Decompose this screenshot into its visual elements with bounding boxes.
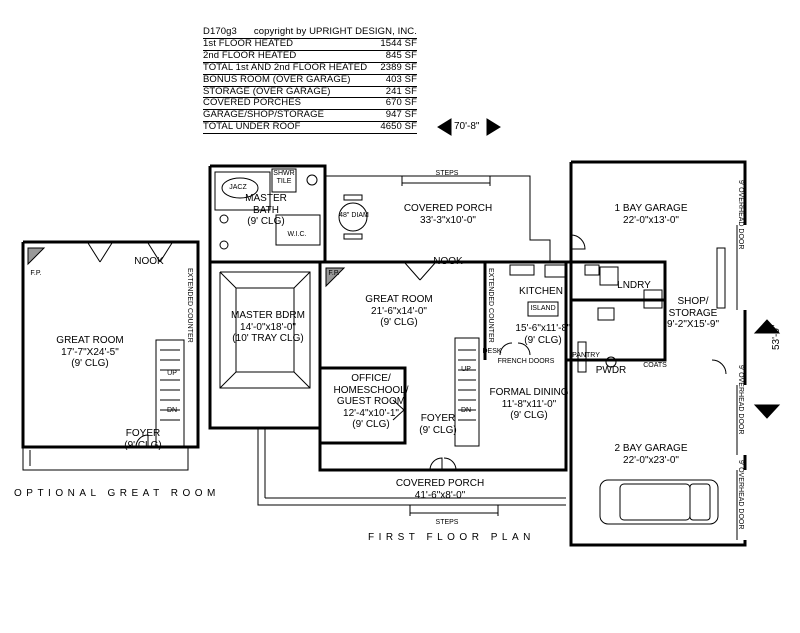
area-row: COVERED PORCHES 670 SF	[203, 97, 417, 111]
car-outline	[599, 479, 719, 525]
area-label: GARAGE/SHOP/STORAGE	[203, 109, 325, 121]
laundry-label: LNDRY	[617, 280, 651, 291]
main-stair-dn-label: DN	[460, 407, 472, 414]
optional-extended-counter-label: EXTENDED COUNTER	[186, 268, 193, 343]
area-label: COVERED PORCHES	[203, 97, 302, 109]
overhead-door-1-label: 9' OVERHEAD DOOR	[737, 180, 744, 250]
jacuzzi-label: JACZ	[229, 184, 247, 191]
optional-nook-label: NOOK	[134, 256, 164, 267]
area-value: 4650 SF	[380, 121, 417, 133]
optional-porch-line	[22, 447, 189, 471]
rear-porch-outline	[325, 175, 551, 262]
copyright: copyright by UPRIGHT DESIGN, INC.	[253, 26, 417, 37]
nook-label: NOOK	[433, 256, 463, 267]
overall-depth: 53'-0"	[771, 324, 782, 350]
area-label: STORAGE (OVER GARAGE)	[203, 85, 331, 97]
optional-stair-dn-label: DN	[166, 407, 178, 414]
coats-label: COATS	[643, 362, 667, 369]
foyer-label: FOYER(9' CLG)	[419, 413, 457, 436]
kitchen-size-label: 15'-6"x11'-8"(9' CLG)	[515, 323, 571, 346]
area-value: 670 SF	[385, 97, 417, 109]
area-value: 1544 SF	[380, 37, 417, 49]
french-doors-label: FRENCH DOORS	[497, 358, 555, 365]
main-stair-up-label: UP	[461, 366, 471, 373]
overall-width: 70'-8"	[454, 121, 480, 132]
area-label: 2nd FLOOR HEATED	[203, 49, 297, 61]
fp-label: F.P.	[328, 270, 340, 277]
extended-counter-label: EXTENDED COUNTER	[487, 268, 494, 343]
overhead-door-2-label: 9' OVERHEAD DOOR	[737, 365, 744, 435]
kitchen-island	[527, 301, 559, 317]
area-row: TOTAL UNDER ROOF 4650 SF	[203, 121, 417, 135]
optional-foyer-label: FOYER(9' CLG)	[124, 428, 162, 451]
optional-stair-up-label: UP	[167, 370, 177, 377]
depth-arrow-down	[753, 404, 781, 419]
shower	[271, 168, 297, 193]
overhead-door-3-label: 9' OVERHEAD DOOR	[737, 460, 744, 530]
main-stair	[454, 337, 480, 447]
rear-steps-label: STEPS	[435, 170, 459, 177]
area-value: 241 SF	[385, 85, 417, 97]
area-label: TOTAL UNDER ROOF	[203, 121, 301, 133]
pantry-label: PANTRY	[572, 352, 600, 359]
area-row: 2nd FLOOR HEATED 845 SF	[203, 49, 417, 63]
kitchen-label: KITCHEN	[519, 286, 563, 297]
area-table-header: D170g3 copyright by UPRIGHT DESIGN, INC.	[203, 26, 417, 39]
optional-great-room-outline	[21, 240, 200, 449]
area-row: BONUS ROOM (OVER GARAGE) 403 SF	[203, 73, 417, 87]
area-row: TOTAL 1st AND 2nd FLOOR HEATED 2389 SF	[203, 61, 417, 75]
area-value: 403 SF	[385, 73, 417, 85]
desk-label: DESK	[482, 348, 502, 355]
walk-in-closet	[275, 214, 321, 246]
front-porch-outline	[257, 428, 566, 506]
width-arrow-right	[486, 118, 501, 136]
main-house-walls	[208, 160, 747, 547]
area-table: D170g3 copyright by UPRIGHT DESIGN, INC.…	[203, 26, 417, 135]
depth-arrow-up	[753, 319, 781, 334]
width-arrow-left	[437, 118, 452, 136]
optional-stair	[155, 339, 185, 449]
area-label: 1st FLOOR HEATED	[203, 37, 294, 49]
area-value: 845 SF	[385, 49, 417, 61]
table-diam-label: 48" DIAM	[339, 212, 369, 219]
area-value: 947 SF	[385, 109, 417, 121]
plan-id: D170g3	[203, 26, 237, 37]
area-label: BONUS ROOM (OVER GARAGE)	[203, 73, 351, 85]
area-row: 1st FLOOR HEATED 1544 SF	[203, 37, 417, 51]
optional-fp-label: F.P.	[30, 270, 42, 277]
first-floor-plan-caption: FIRST FLOOR PLAN	[368, 532, 535, 543]
island-label: ISLAND	[530, 305, 556, 312]
wic-label: W.I.C.	[287, 231, 307, 238]
powder-label: PWDR	[595, 365, 627, 376]
round-table	[338, 202, 368, 232]
jacuzzi-tub	[214, 171, 271, 211]
front-steps-label: STEPS	[435, 519, 459, 526]
optional-great-room-caption: OPTIONAL GREAT ROOM	[14, 488, 220, 499]
area-label: TOTAL 1st AND 2nd FLOOR HEATED	[203, 61, 368, 73]
area-value: 2389 SF	[380, 61, 417, 73]
area-row: STORAGE (OVER GARAGE) 241 SF	[203, 85, 417, 99]
area-row: GARAGE/SHOP/STORAGE 947 SF	[203, 109, 417, 123]
